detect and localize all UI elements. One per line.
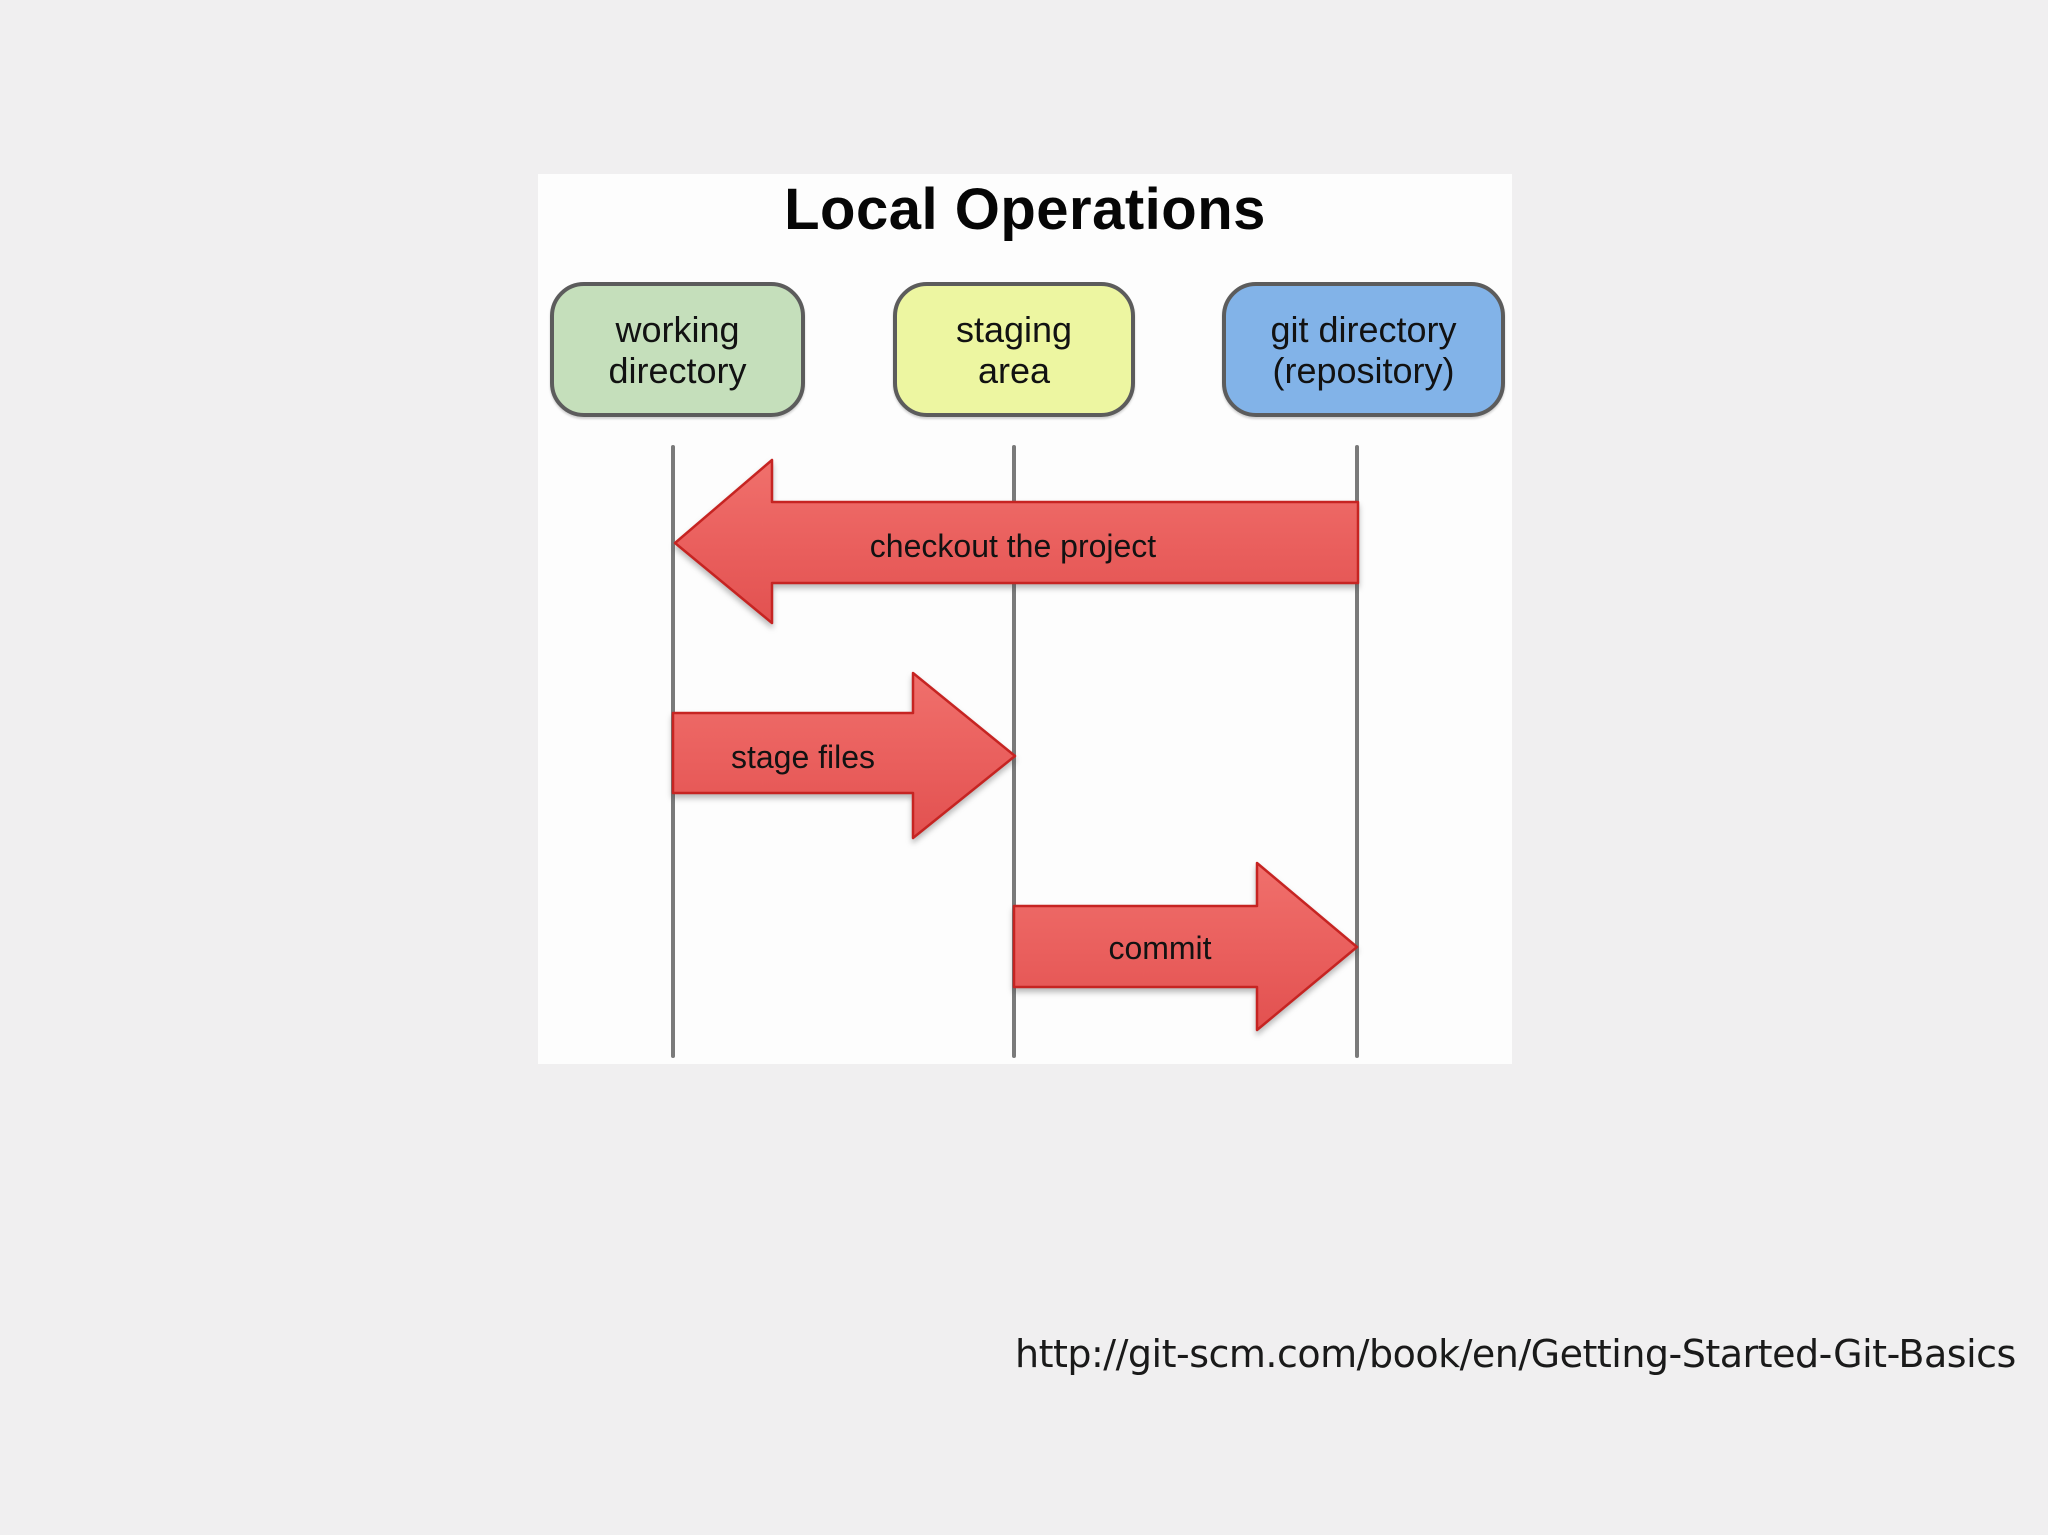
arrow-commit xyxy=(1012,861,1359,1032)
node-working-directory: working directory xyxy=(550,282,805,417)
arrow-stage-files xyxy=(671,671,1017,840)
node-staging-area: staging area xyxy=(893,282,1135,417)
arrow-label-checkout: checkout the project xyxy=(869,528,1157,564)
arrow-label-stage-files: stage files xyxy=(730,739,876,775)
source-url: http://git-scm.com/book/en/Getting-Start… xyxy=(1015,1332,2016,1376)
node-staging-area-label-line2: area xyxy=(977,349,1051,391)
arrows-canvas xyxy=(671,458,1360,1032)
node-staging-area-label-line1: staging xyxy=(955,308,1073,350)
arrow-checkout-the-project xyxy=(673,458,1360,625)
arrow-label-commit: commit xyxy=(1108,930,1212,966)
lifeline-git-directory xyxy=(1355,445,1359,1058)
node-git-directory-label-line2: (repository) xyxy=(1272,349,1455,391)
slide-title: Local Operations xyxy=(784,177,1266,242)
node-git-directory-label-line1: git directory xyxy=(1270,308,1457,350)
lifeline-staging-area xyxy=(1012,445,1016,1058)
slide-panel: Local Operations working directory stagi… xyxy=(538,174,1512,1064)
node-working-directory-label-line2: directory xyxy=(608,349,747,391)
node-git-directory: git directory (repository) xyxy=(1222,282,1505,417)
node-working-directory-label-line1: working xyxy=(615,308,740,350)
